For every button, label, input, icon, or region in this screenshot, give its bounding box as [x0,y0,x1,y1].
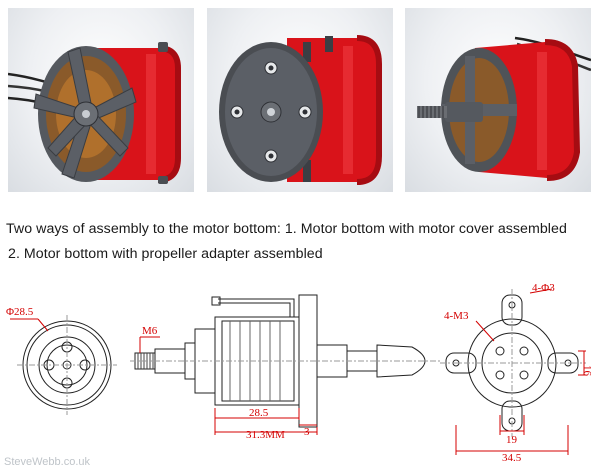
dim-shaft-thread: M6 [142,325,158,337]
dim-body-length: 28.5 [249,407,269,419]
caption-line-2: 2. Motor bottom with propeller adapter a… [8,246,323,262]
dim-hole-spacing-h: 19 [506,434,518,446]
dim-holes-phi3: 4-Φ3 [532,282,555,294]
motor-photo-cover-assembled [207,8,393,192]
mount-view [440,289,586,437]
dim-bottom-diameter: Φ28.5 [6,306,34,318]
dim-holes-m3: 4-M3 [444,310,469,322]
motor-photo-prop-adapter [405,8,591,192]
dim-total-length: 31.3MM [246,429,285,441]
side-view [130,294,440,428]
bottom-view [17,315,117,415]
watermark: SteveWebb.co.uk [4,456,91,468]
dim-hole-spacing-v: 16 [581,365,593,377]
technical-drawing: Φ28.5 [6,282,593,455]
motor-photo-cross-mount [8,8,194,192]
caption-line-1: Two ways of assembly to the motor bottom… [6,221,567,237]
dim-flange-thickness: 3 [304,426,310,438]
dim-mount-width: 34.5 [502,452,522,464]
